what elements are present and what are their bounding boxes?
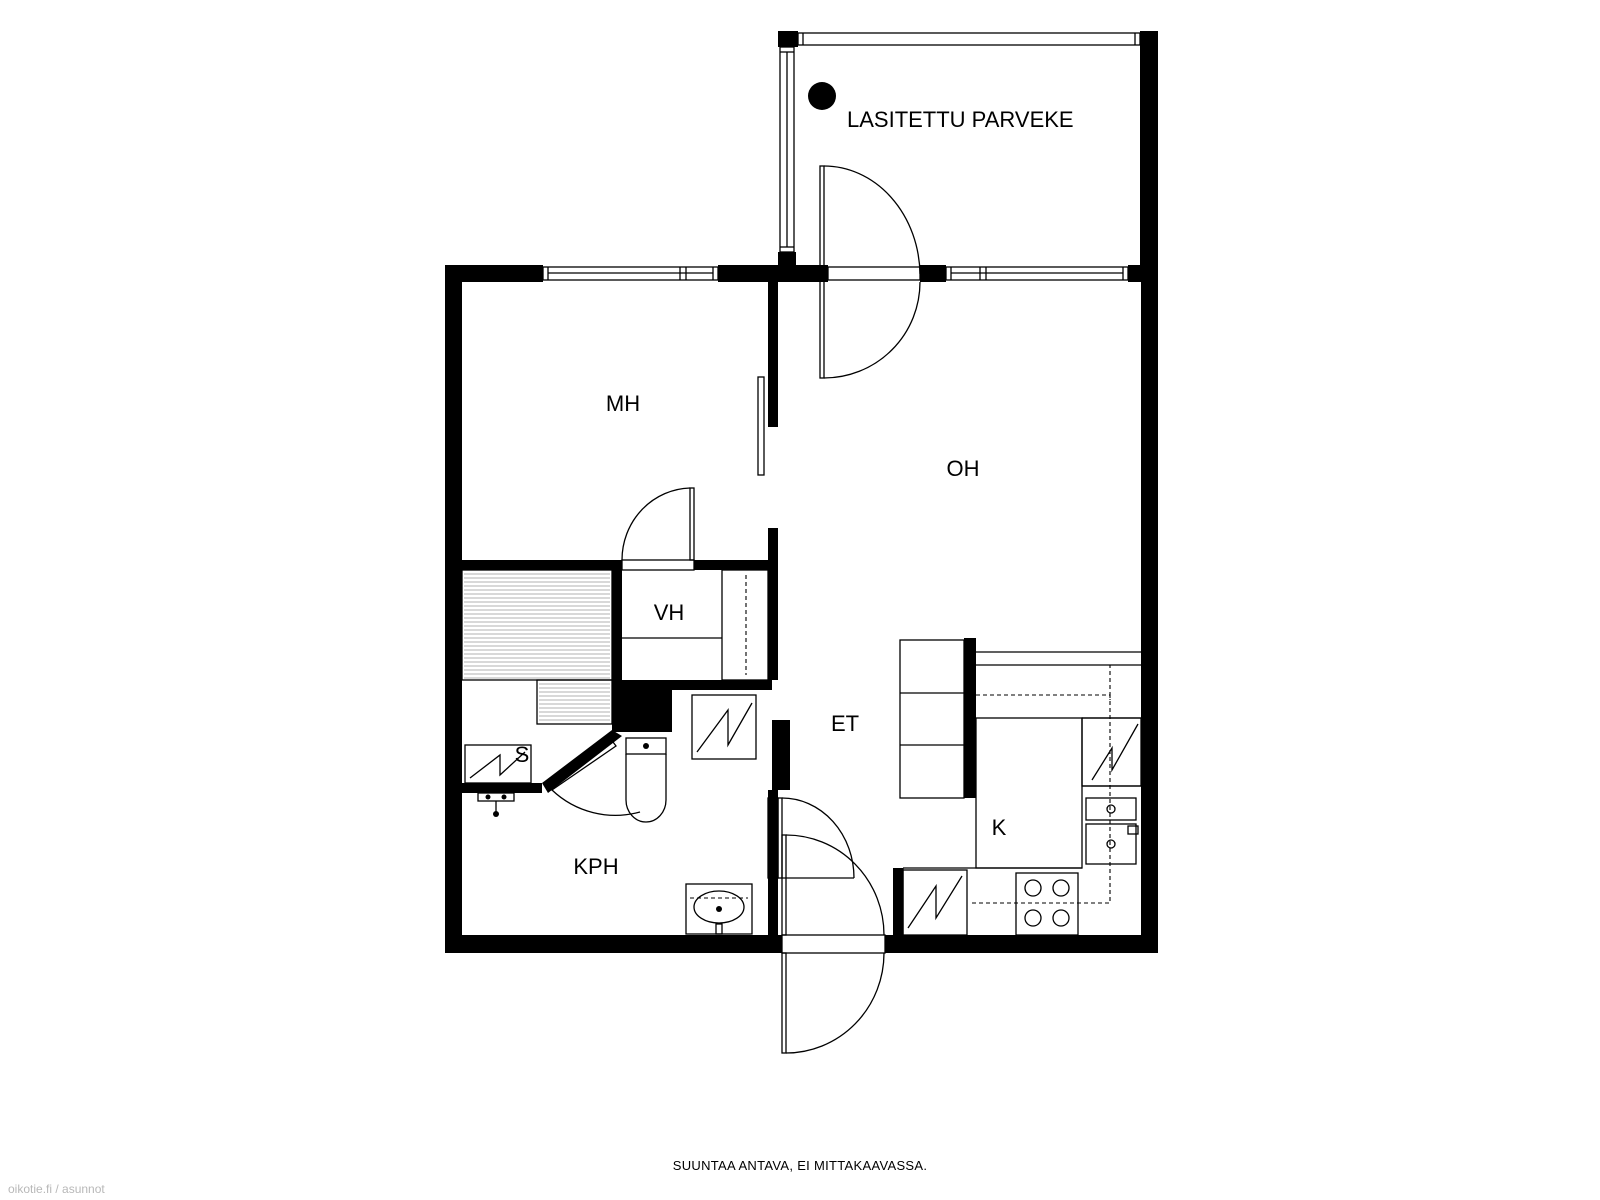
dishwasher-icon: [1081, 717, 1142, 787]
room-label-bathroom: KPH: [573, 854, 618, 879]
bathroom-door[interactable]: [767, 797, 855, 879]
sauna-door[interactable]: [547, 737, 641, 816]
room-label-bedroom: MH: [606, 391, 640, 416]
balcony-door[interactable]: [819, 165, 921, 379]
balcony-glazing-top: [797, 32, 1141, 46]
exterior-walls: [445, 265, 1158, 953]
water-heater-icon: [691, 694, 757, 760]
sauna-heater-icon: [464, 744, 532, 784]
room-label-hall: ET: [831, 711, 859, 736]
toilet-icon: [625, 737, 667, 823]
room-label-kitchen: K: [992, 815, 1007, 840]
shower-icon: [477, 792, 515, 817]
balcony-east-wall: [1140, 31, 1158, 266]
sauna-bench: [461, 569, 613, 725]
entrance-door[interactable]: [781, 834, 886, 1054]
kitchen-island: [899, 639, 965, 799]
balcony-corner-post: [778, 31, 798, 47]
window-living: [945, 266, 1129, 281]
fridge-icon: [902, 869, 968, 936]
room-label-sauna: S: [515, 742, 530, 767]
interior-walls: [462, 282, 976, 935]
bedroom-door[interactable]: [621, 487, 695, 571]
sink-icon: [685, 883, 753, 935]
balcony-door-frame: [827, 266, 921, 281]
disclaimer-text: SUUNTAA ANTAVA, EI MITTAKAAVASSA.: [673, 1158, 928, 1173]
room-label-living: OH: [947, 456, 980, 481]
sliding-door-bedroom[interactable]: [757, 376, 765, 476]
closet-shelving: [622, 569, 769, 681]
window-bedroom: [542, 266, 719, 281]
balcony-area: [778, 31, 1158, 268]
kitchen-sink-icon: [1085, 797, 1139, 865]
room-label-closet: VH: [654, 600, 685, 625]
balcony-sw-post: [778, 252, 796, 268]
balcony-glazing-west: [779, 46, 795, 253]
watermark-text: oikotie.fi / asunnot: [8, 1182, 105, 1196]
stove-icon: [1015, 872, 1079, 936]
room-label-balcony: LASITETTU PARVEKE: [847, 107, 1074, 132]
drain-icon: [808, 82, 836, 110]
kitchen-counter: [902, 651, 1141, 935]
